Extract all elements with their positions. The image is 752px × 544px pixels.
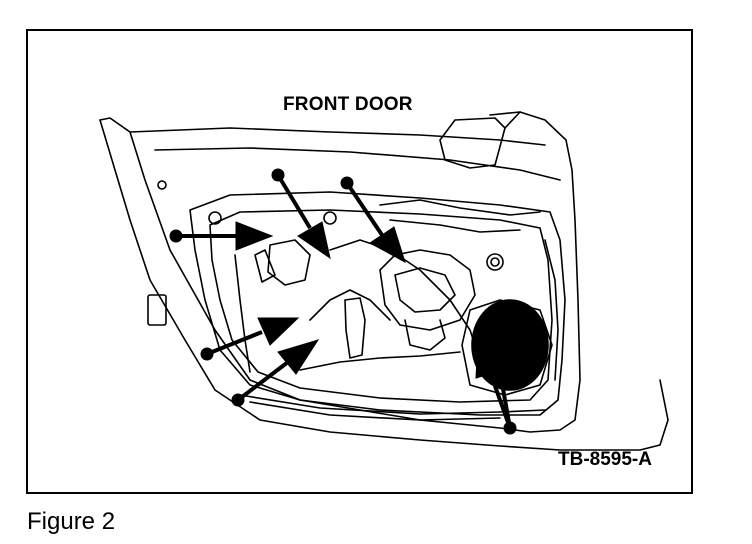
regulator-rail bbox=[379, 199, 541, 216]
panel-slot bbox=[147, 294, 167, 326]
side-rail bbox=[234, 254, 251, 373]
panel-opening-inner bbox=[209, 209, 553, 403]
panel-hole bbox=[157, 180, 167, 190]
window-motor-detail bbox=[404, 319, 446, 351]
lock-bracket-detail bbox=[254, 249, 276, 283]
door-outer-edge bbox=[99, 119, 669, 451]
callout-line bbox=[498, 371, 512, 429]
window-motor-detail bbox=[394, 267, 456, 313]
lower-panel-edge bbox=[239, 394, 546, 415]
mirror-housing bbox=[439, 117, 506, 169]
callout-line bbox=[206, 330, 263, 356]
regulator-cable bbox=[309, 289, 391, 321]
panel-hole bbox=[490, 257, 500, 267]
diagram-title: FRONT DOOR bbox=[283, 94, 413, 115]
panel-hole bbox=[208, 211, 222, 225]
handle-bracket bbox=[344, 297, 366, 359]
door-inner-top bbox=[154, 147, 561, 181]
window-motor bbox=[379, 249, 476, 331]
door-upper-frame bbox=[129, 127, 546, 146]
speaker-rim bbox=[461, 299, 553, 396]
lock-bracket bbox=[267, 239, 311, 286]
figure-caption: Figure 2 bbox=[27, 508, 116, 535]
callout-line bbox=[345, 181, 384, 237]
figure-frame bbox=[26, 29, 693, 494]
callout-line bbox=[236, 360, 290, 402]
callout-arrowhead bbox=[485, 336, 513, 375]
callout-line bbox=[276, 173, 312, 230]
regulator-rail bbox=[389, 219, 521, 233]
regulator-cable bbox=[329, 239, 481, 361]
regulator-cable bbox=[299, 351, 461, 371]
callout-arrowhead bbox=[277, 339, 320, 375]
lower-panel-edge bbox=[249, 401, 501, 421]
reference-code: TB-8595-A bbox=[558, 449, 652, 470]
callout-arrowhead bbox=[297, 221, 331, 260]
panel-hole bbox=[323, 211, 337, 225]
mirror-detail bbox=[504, 111, 521, 129]
panel-hole bbox=[486, 253, 504, 271]
door-outer-shell bbox=[99, 111, 581, 433]
callout-arrowhead bbox=[257, 317, 300, 346]
callout-arrowhead bbox=[369, 226, 406, 264]
speaker bbox=[471, 299, 549, 391]
side-rail bbox=[544, 239, 559, 381]
callout-arrowhead bbox=[235, 221, 274, 251]
